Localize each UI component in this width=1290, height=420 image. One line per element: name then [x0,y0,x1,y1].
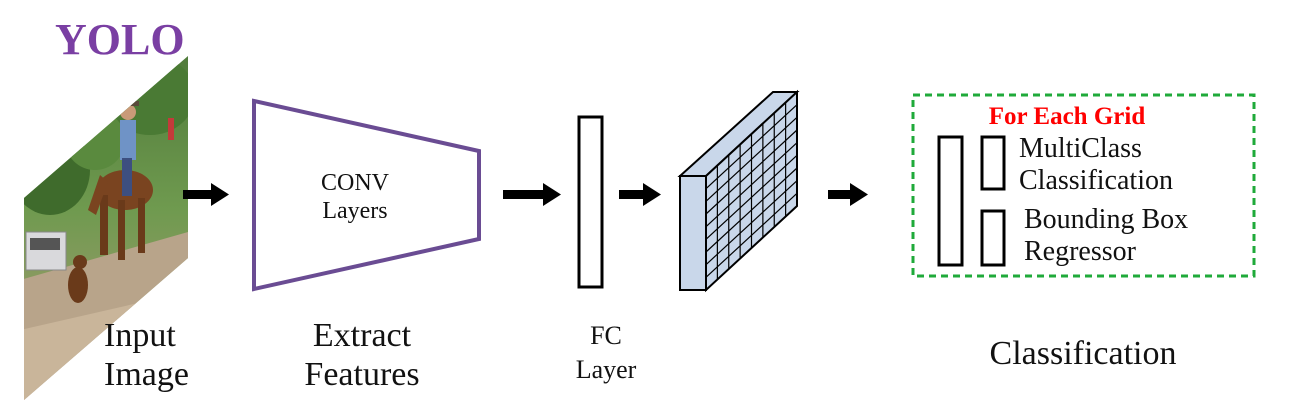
multiclass-line2: Classification [1019,165,1173,196]
arrow-2 [503,183,561,206]
class-output-bar [980,135,1006,191]
arrow-3 [619,183,661,206]
extract-label-line2: Features [304,356,419,393]
extract-label-line1: Extract [313,317,412,354]
bbox-output-bar [980,209,1006,267]
cube-grid-line [705,180,798,266]
fc-label-line1: FC [590,321,622,350]
conv-layers-shape [252,98,481,292]
grid-tensor-cube [677,89,800,293]
output-tall-bar [937,135,964,267]
bbox-line2: Regressor [1024,236,1137,267]
for-each-grid-label: For Each Grid [989,103,1146,130]
conv-label-line2: Layers [322,198,387,224]
bbox-line1: Bounding Box [1024,204,1188,235]
cube-grid-line [705,142,798,228]
conv-label-line1: CONV [321,170,390,196]
cube-grid-line [705,104,798,190]
fc-label-line2: Layer [576,355,637,384]
cube-grid-line [705,167,798,253]
title: YOLO [55,15,185,64]
grid-output-box [911,93,1256,278]
classification-label: Classification [990,335,1177,372]
arrow-4 [828,183,868,206]
input-label-line2: Image [104,356,189,393]
arrow-1 [183,183,229,206]
fc-layer-bar [577,115,604,289]
input-label-line1: Input [104,317,176,354]
cube-grid-line [705,116,798,202]
cube-grid-line [705,192,798,278]
multiclass-line1: MultiClass [1019,133,1142,164]
cube-grid-line [705,154,798,240]
cube-grid-line [705,129,798,215]
